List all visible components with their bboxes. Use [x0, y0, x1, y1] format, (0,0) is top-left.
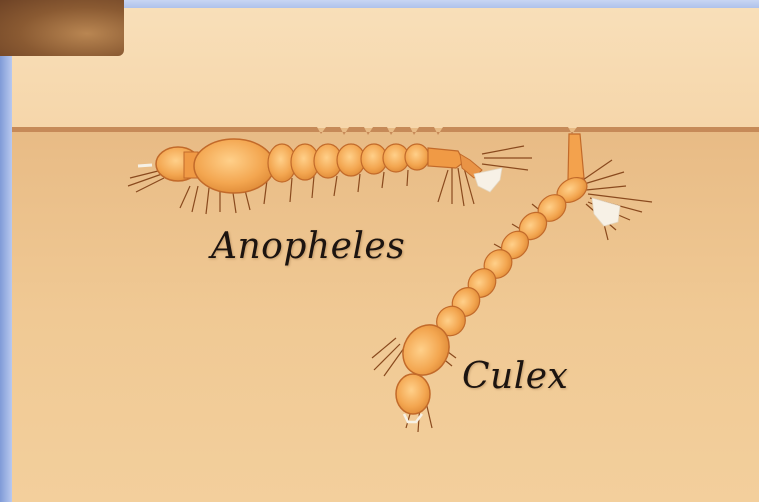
air-region — [12, 8, 759, 128]
water-region — [12, 128, 759, 502]
culex-label: Culex — [462, 356, 568, 397]
illustration: Anopheles Culex — [12, 8, 759, 502]
anopheles-label: Anopheles — [211, 226, 405, 267]
corner-photo-thumbnail — [0, 0, 124, 56]
slide-frame-left — [0, 0, 12, 502]
